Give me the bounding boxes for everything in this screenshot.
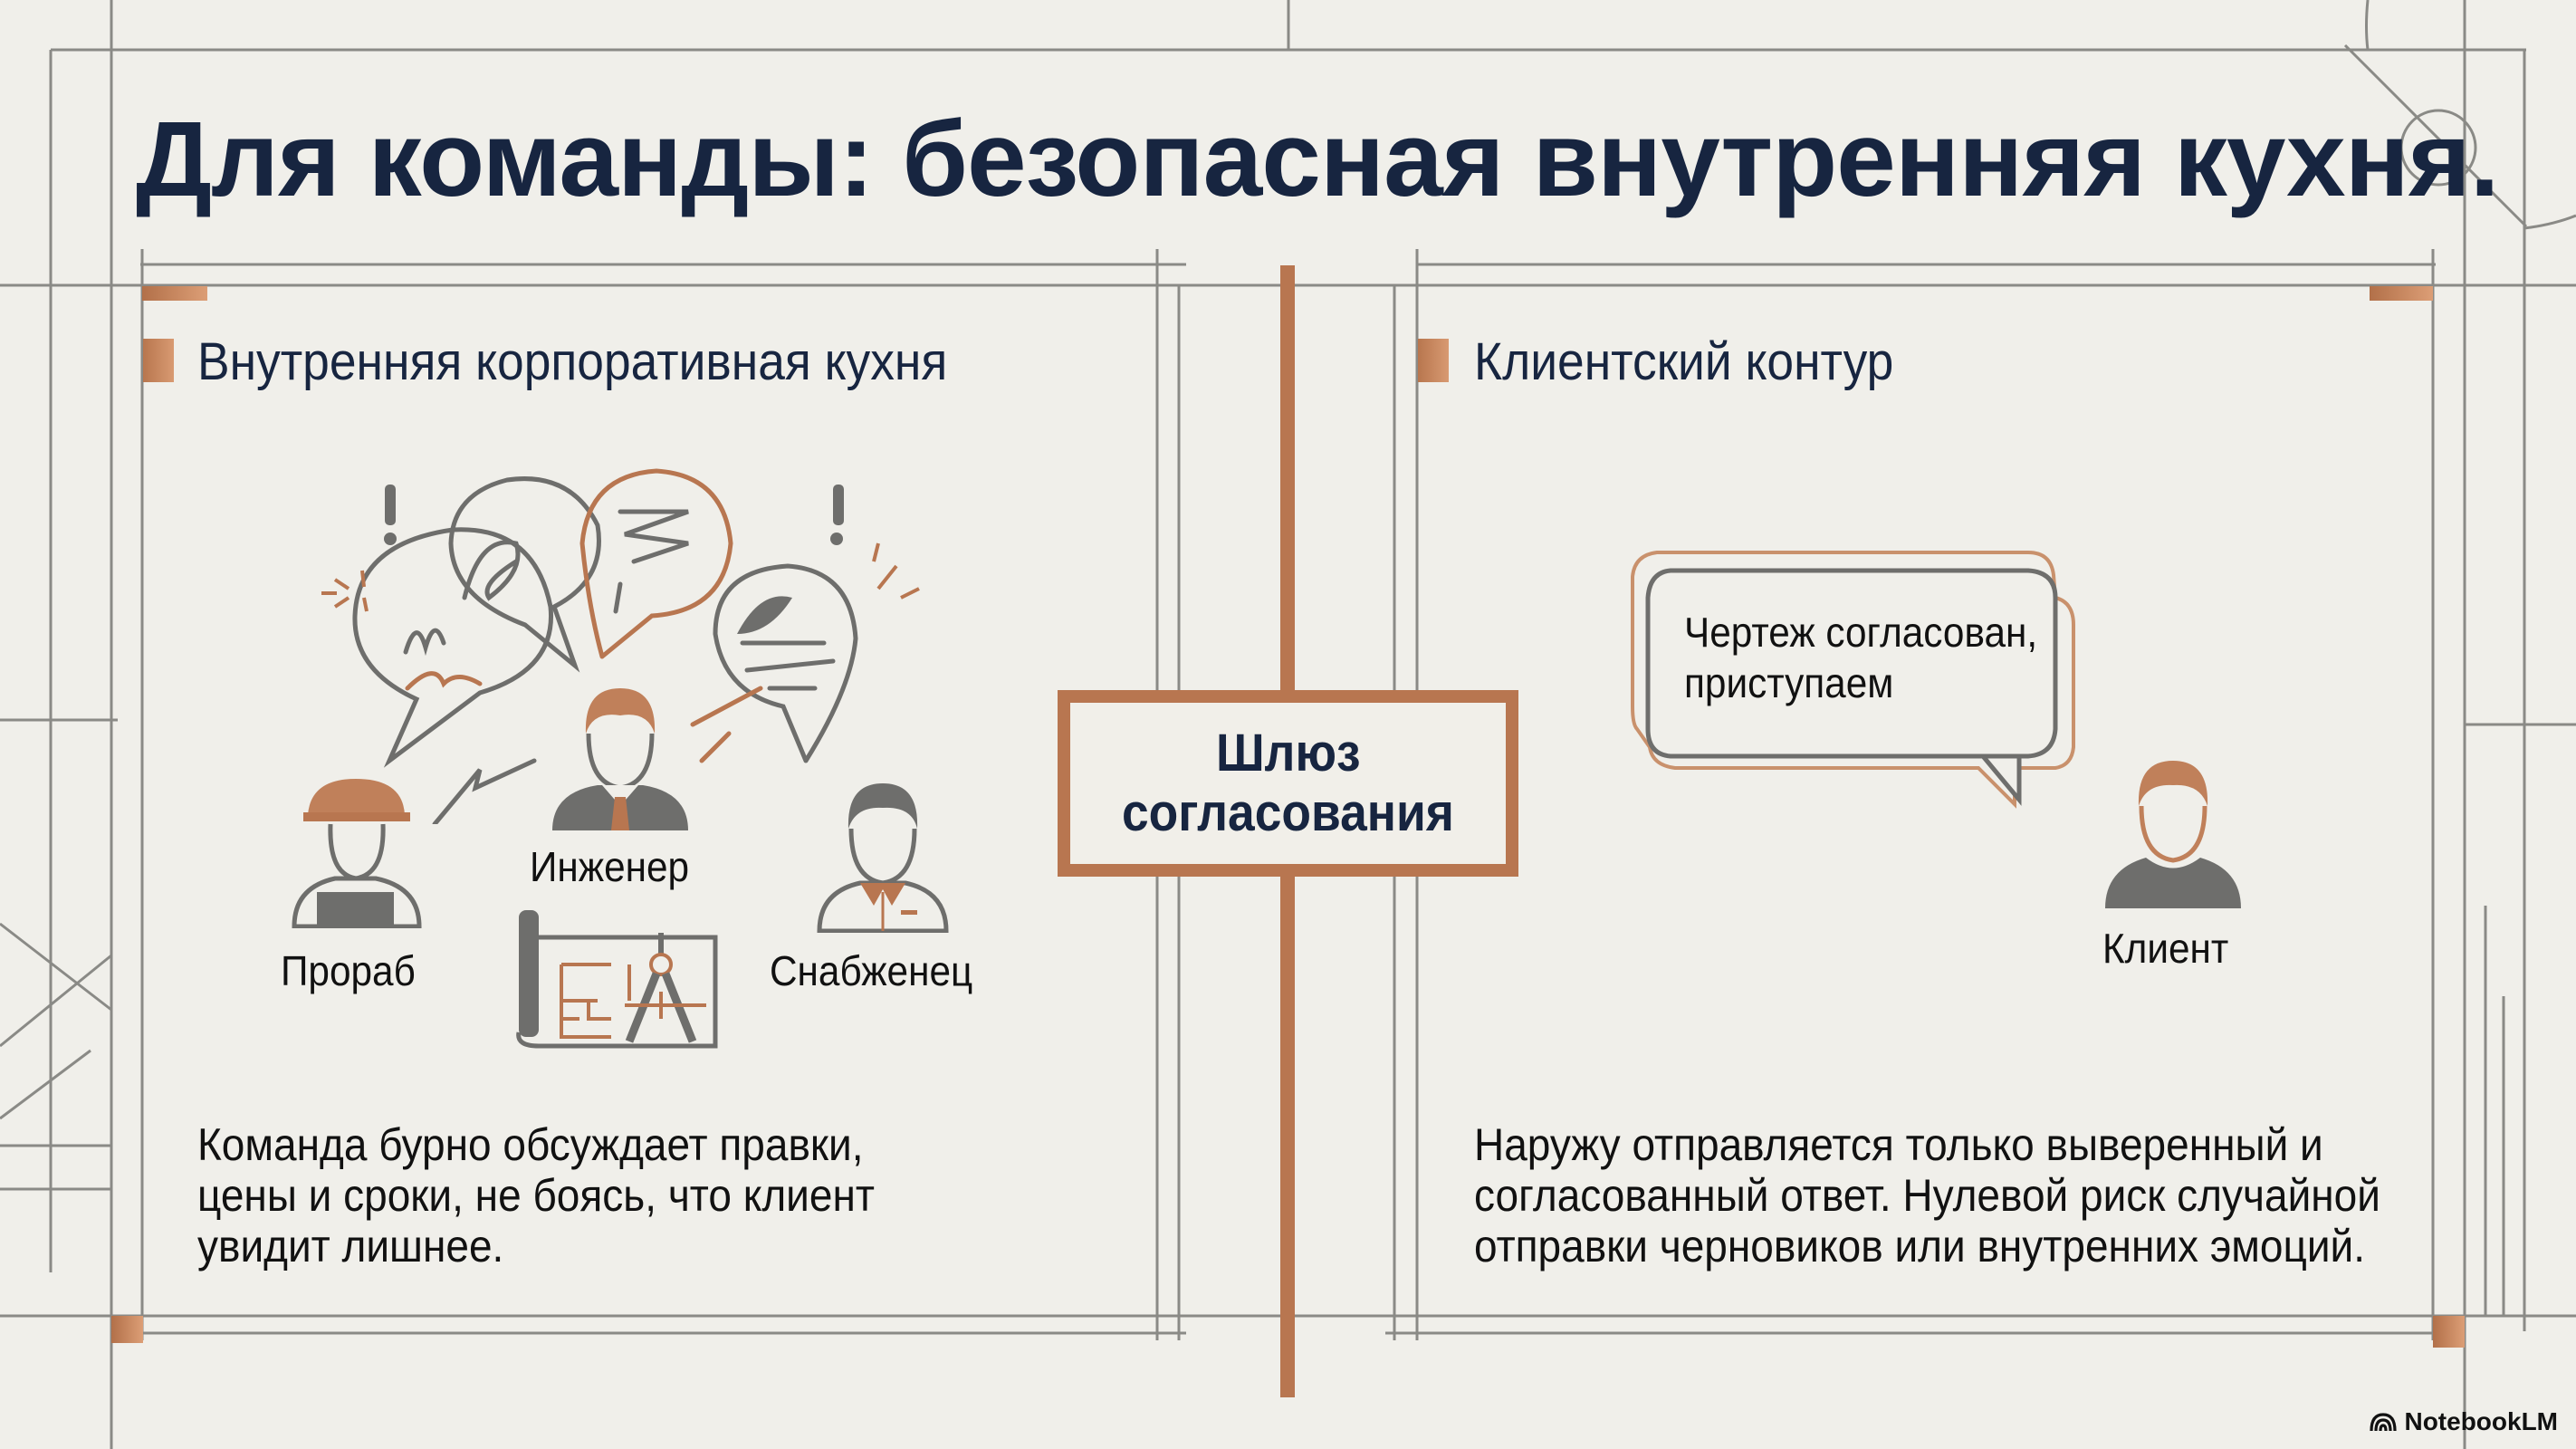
role-label-foreman: Прораб [281, 947, 416, 994]
gate-label-line2: согласования [1122, 783, 1454, 842]
right-panel-heading: Клиентский контур [1474, 332, 1894, 391]
page-title: Для команды: безопасная внутренняя кухня… [136, 100, 2500, 219]
right-description-line: согласованный ответ. Нулевой риск случай… [1474, 1170, 2380, 1221]
role-label-engineer: Инженер [530, 843, 690, 890]
right-description-line: отправки черновиков или внутренних эмоци… [1474, 1221, 2366, 1271]
section-marker [143, 339, 174, 382]
role-label-supplier: Снабженец [770, 947, 973, 994]
section-marker [1418, 339, 1449, 382]
client-label: Клиент [2102, 925, 2229, 972]
brand-label: NotebookLM [2404, 1407, 2558, 1435]
left-description-line: цены и сроки, не боясь, что клиент [197, 1170, 875, 1221]
approved-message-bubble-icon [1631, 551, 2075, 809]
left-description: Команда бурно обсуждает правки, цены и с… [197, 1119, 875, 1271]
right-description: Наружу отправляется только выверенный и … [1474, 1119, 2380, 1271]
bubble-line: Чертеж согласован, [1684, 609, 2038, 656]
gate-label-line1: Шлюз [1215, 724, 1361, 782]
client-avatar-icon [2105, 761, 2241, 908]
notebooklm-logo-icon [2370, 1413, 2398, 1432]
chaotic-speech-bubbles-icon [321, 468, 920, 824]
blueprint-compass-icon [516, 910, 718, 1049]
left-description-line: Команда бурно обсуждает правки, [197, 1119, 864, 1170]
approved-message-text: Чертеж согласован, приступаем [1684, 607, 2037, 708]
bubble-line: приступаем [1684, 659, 1894, 706]
foreman-hardhat-icon [292, 779, 422, 928]
right-description-line: Наружу отправляется только выверенный и [1474, 1119, 2323, 1170]
engineer-tie-icon [552, 688, 688, 830]
approval-gate-box: Шлюз согласования [1058, 690, 1518, 877]
supplier-icon [817, 783, 949, 933]
left-panel-heading: Внутренняя корпоративная кухня [197, 332, 948, 391]
notebooklm-branding: NotebookLM [2370, 1407, 2558, 1436]
left-description-line: увидит лишнее. [197, 1221, 504, 1271]
